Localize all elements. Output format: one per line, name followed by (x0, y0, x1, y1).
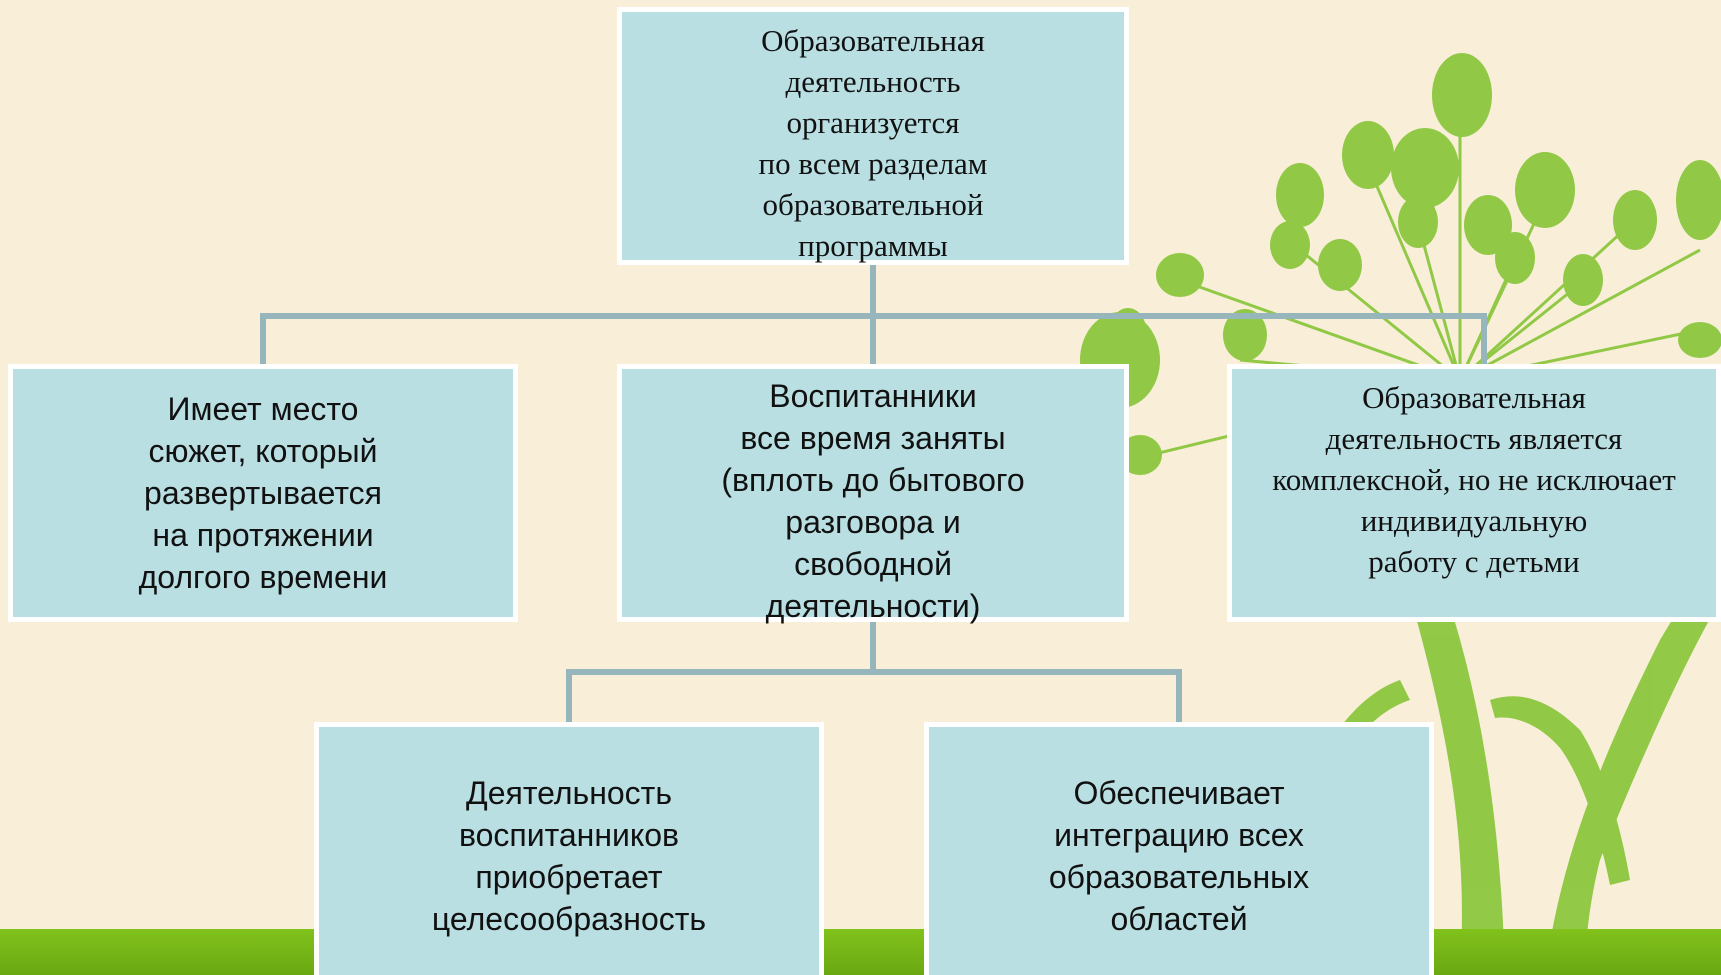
node-purposefulness: Деятельность воспитанников приобретает ц… (314, 722, 824, 975)
root-node: Образовательная деятельность организуетс… (617, 7, 1129, 265)
node-complex-activity: Образовательная деятельность является ко… (1227, 364, 1721, 622)
node-pupils-busy: Воспитанники все время заняты (вплоть до… (617, 364, 1129, 624)
node-plot-develops: Имеет место сюжет, который развертываетс… (8, 364, 518, 622)
bottom-green-strip (0, 929, 1721, 975)
node-integration: Обеспечивает интеграцию всех образовател… (924, 722, 1434, 975)
